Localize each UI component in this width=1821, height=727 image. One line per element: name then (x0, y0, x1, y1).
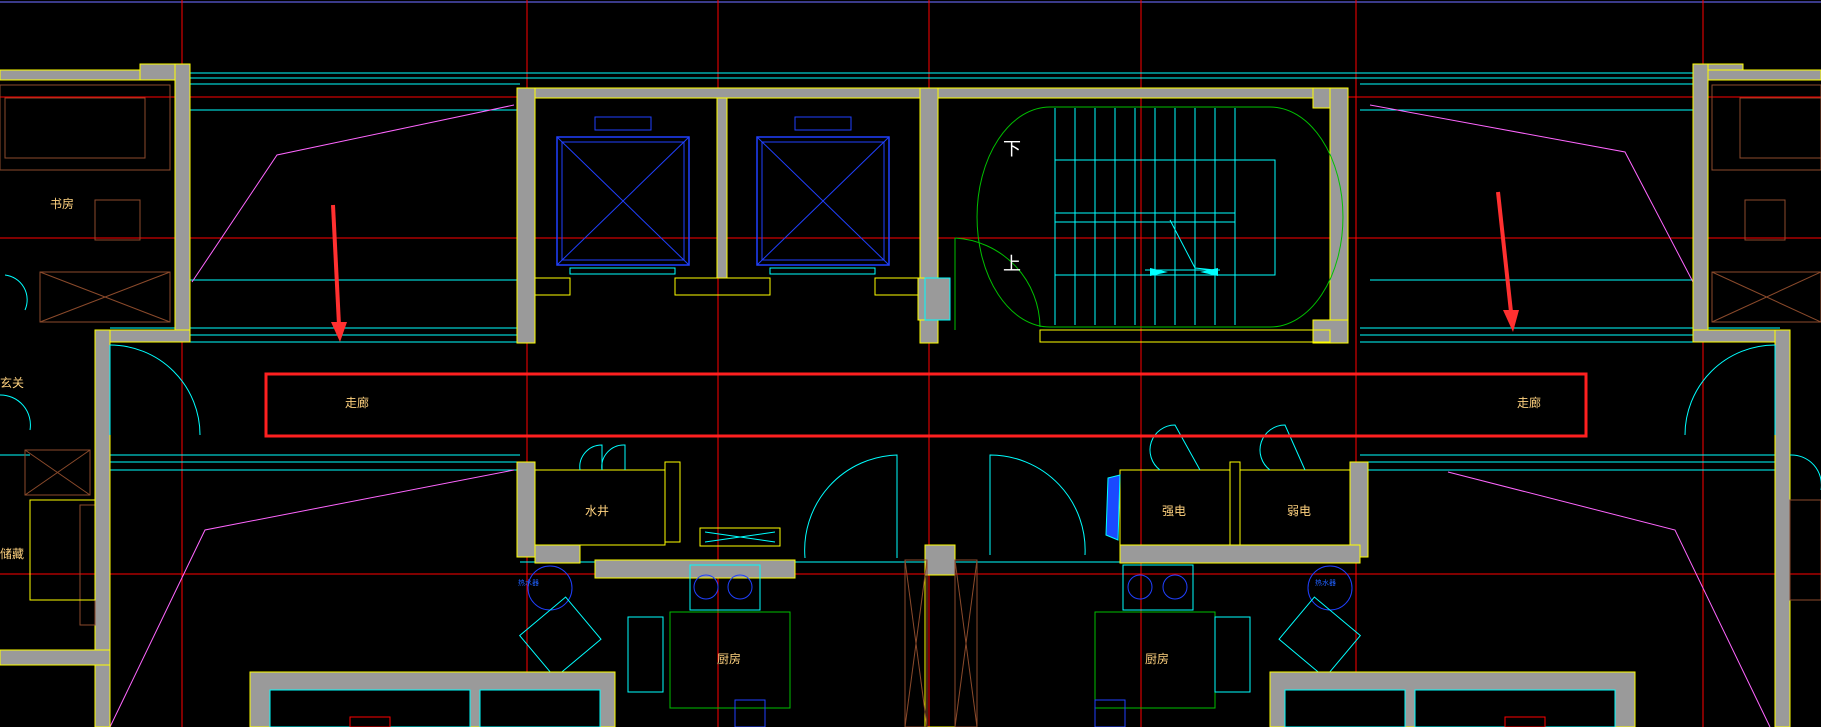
stair-labels: 下 上 (1003, 139, 1021, 275)
kitchens (249, 564, 1636, 727)
red-arrows (331, 191, 1519, 342)
label-water-heater-right: 热水器 (1315, 578, 1336, 587)
label-corridor-right: 走廊 (1517, 395, 1541, 410)
label-kitchen-left: 厨房 (717, 651, 741, 666)
right-unit-walls (1684, 63, 1821, 727)
corridor-lines (0, 72, 1780, 563)
arrow-head-right (1503, 310, 1519, 332)
label-foyer-left: 玄关 (0, 375, 24, 390)
label-weak-power: 弱电 (1287, 504, 1311, 518)
stair-core (924, 87, 1349, 344)
elevator-core (516, 87, 951, 344)
lower-core (516, 424, 1369, 727)
room-labels: 书房 玄关 储藏 走廊 走廊 水井 强电 弱电 厨房 厨房 (0, 196, 1541, 666)
arrow-head-left (331, 322, 347, 342)
label-water-heater-left: 热水器 (518, 578, 539, 587)
label-corridor-left: 走廊 (345, 395, 369, 410)
label-stair-down: 下 (1003, 139, 1021, 160)
equipment-labels: 热水器 热水器 (518, 578, 1336, 587)
label-stair-up: 上 (1003, 254, 1021, 275)
label-storage-left: 储藏 (0, 546, 24, 561)
label-study-left: 书房 (50, 196, 74, 211)
left-unit-walls (0, 63, 201, 727)
magenta-outlines (109, 104, 1771, 727)
label-strong-power: 强电 (1162, 504, 1186, 518)
label-kitchen-right: 厨房 (1145, 651, 1169, 666)
label-water-well: 水井 (585, 504, 609, 518)
corridor-highlight-box (264, 372, 1588, 438)
